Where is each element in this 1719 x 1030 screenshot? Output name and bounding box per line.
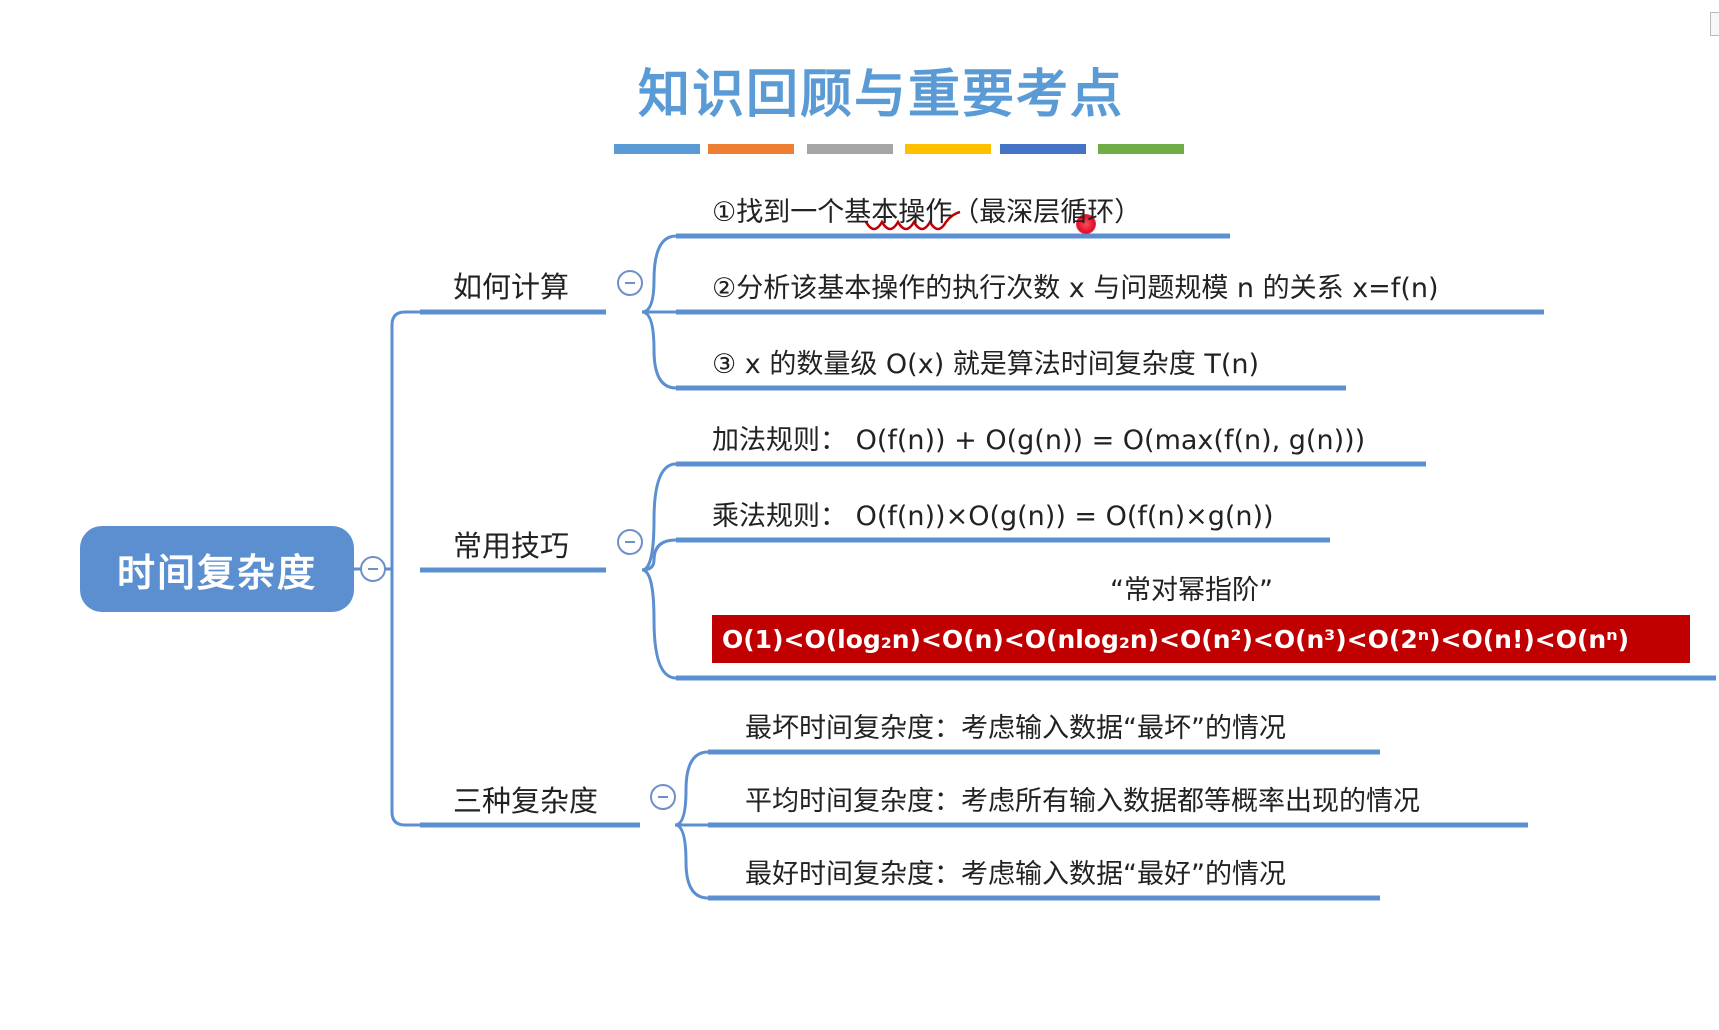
- stripe-orange: [708, 144, 794, 154]
- branch3-collapse-toggle[interactable]: [650, 784, 676, 810]
- order-separator: <: [1534, 624, 1556, 654]
- branch1-curve-top: [641, 234, 677, 314]
- order-separator: <: [1346, 624, 1368, 654]
- order-item: O(n): [941, 624, 1004, 654]
- branch2-curve-bottom: [641, 568, 677, 680]
- branch1-collapse-toggle[interactable]: [617, 270, 643, 296]
- branch-label-how-to-compute[interactable]: 如何计算: [453, 270, 570, 304]
- stripe-gray: [807, 144, 893, 154]
- leaf-best-case: 最好时间复杂度：考虑输入数据“最好”的情况: [745, 859, 1286, 890]
- leaf-worst-case: 最坏时间复杂度：考虑输入数据“最坏”的情况: [745, 713, 1286, 744]
- branch-label-common-tricks[interactable]: 常用技巧: [453, 529, 570, 563]
- branch3-curve-top: [674, 750, 709, 827]
- branch-label-three-complexities[interactable]: 三种复杂度: [453, 784, 599, 818]
- leaf-step-2: ②分析该基本操作的执行次数 x 与问题规模 n 的关系 x=f(n): [712, 273, 1439, 304]
- order-separator: <: [1003, 624, 1025, 654]
- order-separator: <: [920, 624, 942, 654]
- order-separator: <: [783, 624, 805, 654]
- branch3-curve-bottom: [674, 823, 709, 900]
- leaf-addition-rule: 加法规则： O(f(n)) + O(g(n)) = O(max(f(n), g(…: [712, 425, 1366, 456]
- complexity-order-box: O(1) < O(log₂n) < O(n) < O(nlog₂n) < O(n…: [712, 615, 1690, 663]
- root-node[interactable]: 时间复杂度: [80, 526, 354, 612]
- order-separator: <: [1440, 624, 1462, 654]
- page-title: 知识回顾与重要考点: [637, 64, 1124, 125]
- window-corner-edge: [1710, 12, 1719, 36]
- order-item: O(n²): [1180, 624, 1253, 654]
- stripe-yellow: [905, 144, 991, 154]
- trunk-line: [390, 310, 420, 827]
- handwritten-annotation: [864, 210, 961, 231]
- order-item: O(log₂n): [804, 624, 921, 654]
- stripe-green: [1098, 144, 1184, 154]
- branch2-collapse-toggle[interactable]: [617, 529, 643, 555]
- laser-pointer-dot: [1076, 214, 1096, 234]
- leaf-multiplication-rule: 乘法规则： O(f(n))×O(g(n)) = O(f(n)×g(n)): [712, 501, 1274, 532]
- order-item: O(nⁿ): [1555, 624, 1630, 654]
- stripe-blue: [614, 144, 700, 154]
- order-separator: <: [1159, 624, 1181, 654]
- leaf-average-case: 平均时间复杂度：考虑所有输入数据都等概率出现的情况: [745, 786, 1420, 817]
- leaf-step-1: ①找到一个基本操作（最深层循环）: [712, 197, 1142, 228]
- leaf-step-3: ③ x 的数量级 O(x) 就是算法时间复杂度 T(n): [712, 349, 1260, 380]
- root-collapse-toggle[interactable]: [360, 556, 386, 582]
- order-item: O(nlog₂n): [1024, 624, 1160, 654]
- order-item: O(n!): [1461, 624, 1535, 654]
- order-item: O(1): [722, 624, 784, 654]
- branch1-curve-bottom: [641, 310, 677, 390]
- branch2-curve-top: [641, 462, 677, 572]
- branch2-curve-mid: [641, 538, 677, 572]
- stripe-darkblue: [1000, 144, 1086, 154]
- order-item: O(n³): [1273, 624, 1347, 654]
- order-item: O(2ⁿ): [1367, 624, 1441, 654]
- leaf-order-mnemonic: “常对幂指阶”: [1110, 575, 1273, 606]
- order-separator: <: [1252, 624, 1274, 654]
